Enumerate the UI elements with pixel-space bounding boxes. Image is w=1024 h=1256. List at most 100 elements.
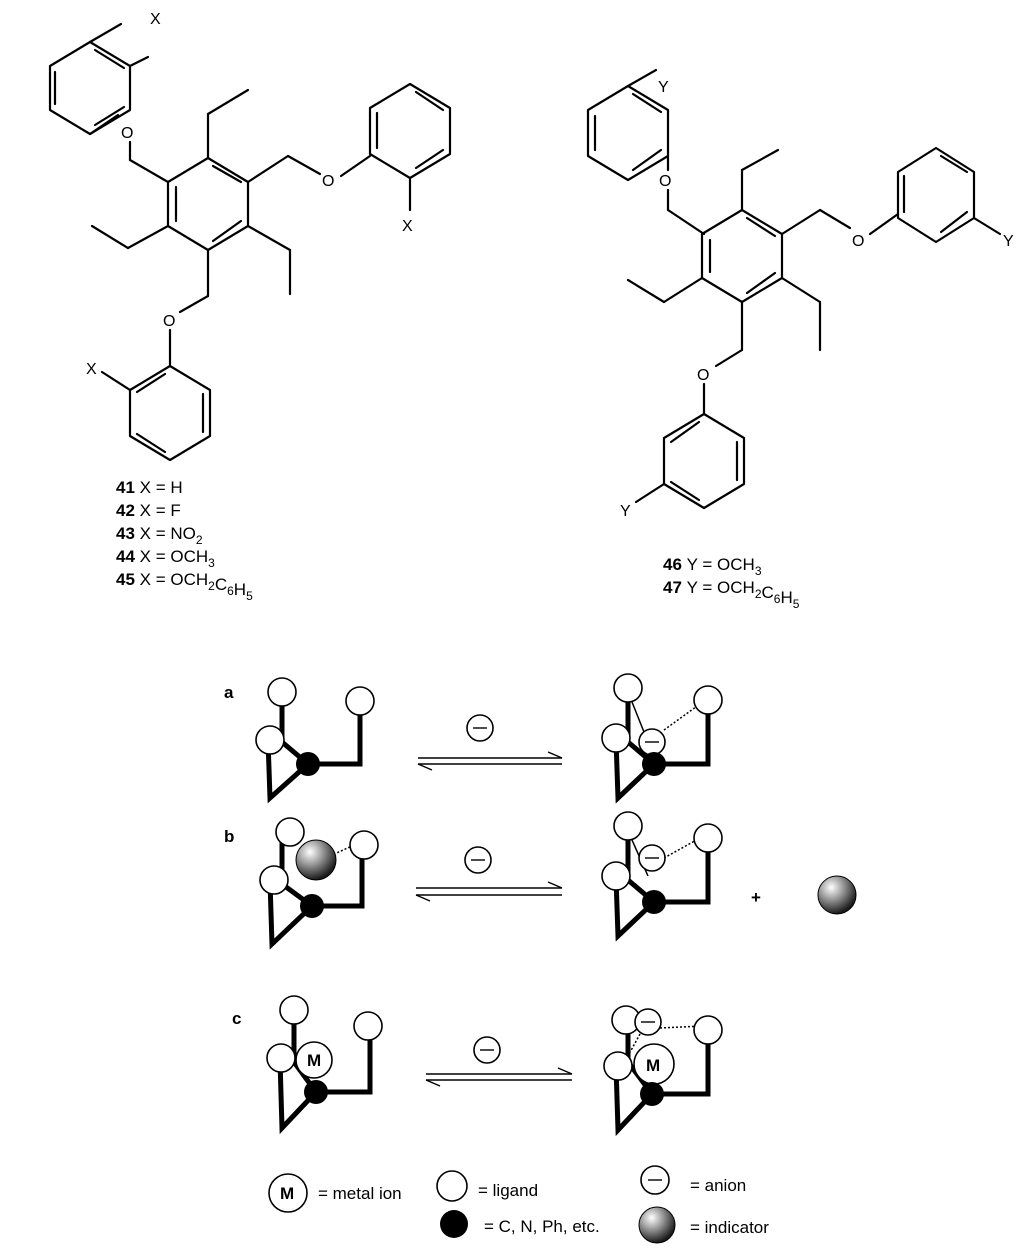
indicator-sphere bbox=[295, 839, 337, 881]
compound-label: 46 Y = OCH3 bbox=[663, 555, 762, 578]
ligand-circle bbox=[275, 817, 305, 847]
oxygen-label: O bbox=[322, 173, 334, 190]
substituent-y-label: Y bbox=[620, 503, 631, 520]
ligand-circle bbox=[259, 865, 289, 895]
formula-part: H bbox=[780, 588, 792, 607]
ligand-circle bbox=[601, 723, 631, 753]
compound-variable: Y = bbox=[687, 555, 717, 574]
oxygen-label: O bbox=[852, 233, 864, 250]
formula-part: OCH bbox=[170, 547, 208, 566]
molecule-left: X O O X O X bbox=[48, 11, 452, 462]
compound-number: 43 bbox=[116, 524, 140, 543]
receptor-c-bound: M bbox=[603, 1005, 723, 1137]
core-atom bbox=[640, 1082, 664, 1106]
legend-indicator-symbol bbox=[638, 1206, 676, 1244]
compound-label: 42 X = F bbox=[116, 501, 181, 520]
ligand-circle bbox=[353, 1011, 383, 1041]
formula-subscript: 6 bbox=[227, 584, 234, 598]
molecule-right: Y O O Y O Y bbox=[586, 68, 1014, 520]
ligand-circle bbox=[603, 1051, 633, 1081]
formula-subscript: 6 bbox=[774, 592, 781, 606]
ligand-circle bbox=[279, 995, 309, 1025]
formula-part: H bbox=[170, 478, 182, 497]
legend-ligand-symbol bbox=[436, 1170, 468, 1202]
formula-part: H bbox=[234, 580, 246, 599]
ligand-circle bbox=[693, 685, 723, 715]
legend-metal-letter: M bbox=[280, 1184, 294, 1203]
metal-ion-circle bbox=[295, 1041, 333, 1079]
compound-variable: X = bbox=[140, 547, 171, 566]
formula-subscript: 5 bbox=[793, 597, 800, 611]
formula-subscript: 2 bbox=[755, 587, 762, 601]
compound-number: 47 bbox=[663, 578, 687, 597]
legend-core-text: = C, N, Ph, etc. bbox=[484, 1217, 600, 1236]
compound-number: 46 bbox=[663, 555, 687, 574]
oxygen-label: O bbox=[121, 125, 133, 142]
ligand-circle bbox=[255, 725, 285, 755]
compound-variable: X = bbox=[140, 478, 171, 497]
released-indicator-sphere bbox=[817, 875, 857, 915]
ligand-circle bbox=[601, 861, 631, 891]
compound-label: 47 Y = OCH2C6H5 bbox=[663, 578, 800, 611]
legend-core-symbol bbox=[440, 1210, 468, 1238]
ligand-circle bbox=[693, 823, 723, 853]
legend-anion-text: = anion bbox=[690, 1176, 746, 1195]
compound-label: 44 X = OCH3 bbox=[116, 547, 215, 570]
oxygen-label: O bbox=[697, 367, 709, 384]
compound-label: 43 X = NO2 bbox=[116, 524, 203, 547]
ligand-circle bbox=[267, 677, 297, 707]
formula-part: F bbox=[170, 501, 180, 520]
substituent-y-label: Y bbox=[658, 79, 669, 96]
receptor-b-indicator bbox=[259, 817, 379, 950]
compound-variable: X = bbox=[140, 524, 171, 543]
panel-a-label: a bbox=[224, 683, 234, 702]
oxygen-label: O bbox=[659, 173, 671, 190]
substituent-x-label: X bbox=[150, 11, 161, 28]
formula-part: C bbox=[762, 583, 774, 602]
core-atom bbox=[300, 894, 324, 918]
formula-part: OCH bbox=[717, 578, 755, 597]
metal-ion-symbol: M bbox=[646, 1056, 660, 1075]
formula-part: OCH bbox=[170, 570, 208, 589]
legend-indicator-text: = indicator bbox=[690, 1218, 769, 1237]
compound-label: 41 X = H bbox=[116, 478, 183, 497]
ligand-circle bbox=[613, 811, 643, 841]
formula-part: C bbox=[215, 575, 227, 594]
panel-c-label: c bbox=[232, 1009, 241, 1028]
core-atom bbox=[296, 752, 320, 776]
ligand-circle bbox=[349, 830, 379, 860]
formula-subscript: 3 bbox=[755, 564, 762, 578]
substituent-x-label: X bbox=[86, 361, 97, 378]
oxygen-label: O bbox=[163, 313, 175, 330]
ligand-circle bbox=[345, 686, 375, 716]
compound-number: 41 bbox=[116, 478, 140, 497]
compound-number: 44 bbox=[116, 547, 140, 566]
legend-metal-ion-text: = metal ion bbox=[318, 1184, 402, 1203]
plus-sign: + bbox=[751, 888, 761, 907]
compound-variable: X = bbox=[140, 501, 171, 520]
formula-subscript: 3 bbox=[208, 556, 215, 570]
equilibrium-arrows-a bbox=[417, 714, 563, 771]
ligand-circle bbox=[266, 1043, 296, 1073]
equilibrium-arrows-c bbox=[425, 1036, 573, 1087]
formula-part: NO bbox=[170, 524, 196, 543]
ligand-circle bbox=[613, 673, 643, 703]
receptor-a-free bbox=[255, 677, 375, 804]
panel-b-label: b bbox=[224, 827, 234, 846]
receptor-b-bound bbox=[601, 811, 723, 942]
compound-number: 42 bbox=[116, 501, 140, 520]
core-atom bbox=[642, 890, 666, 914]
formula-subscript: 2 bbox=[196, 533, 203, 547]
compound-variable: Y = bbox=[687, 578, 717, 597]
formula-subscript: 5 bbox=[246, 589, 253, 603]
metal-ion-symbol: M bbox=[307, 1051, 321, 1070]
receptor-c-metal: M bbox=[266, 995, 383, 1135]
formula-subscript: 2 bbox=[208, 579, 215, 593]
ligand-circle bbox=[693, 1015, 723, 1045]
core-atom bbox=[642, 752, 666, 776]
legend: M = metal ion = ligand = C, N, Ph, etc. … bbox=[268, 1165, 769, 1244]
formula-part: OCH bbox=[717, 555, 755, 574]
compound-variable: X = bbox=[140, 570, 171, 589]
